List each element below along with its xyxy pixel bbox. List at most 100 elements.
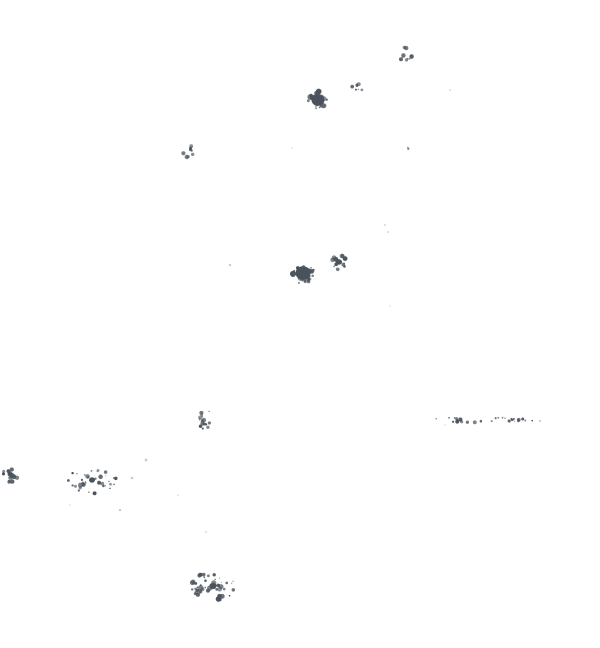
speck-dot [90,469,93,472]
speck-dot [407,146,409,148]
speck-dot [451,420,455,423]
speck-dot [97,480,102,485]
speck-dot [92,491,97,496]
speck-dot [112,477,115,479]
speck-dot [465,420,469,424]
speck-dot [335,259,340,264]
speck-dot [201,427,204,430]
faint-speck [387,231,389,233]
speck-dot [109,487,111,490]
speck-dot [204,586,207,589]
speck-dot [218,577,221,579]
speck-dot [407,147,410,150]
speck-dot [334,262,339,267]
speck-dot [460,420,464,424]
speck-dot [71,471,74,475]
speck-dot [83,474,86,476]
speck-dot [531,419,534,422]
speck-dot [189,144,194,149]
faint-speck [538,419,542,423]
speck-dot [217,586,223,592]
speck-dot [2,471,5,475]
speck-dot [9,467,14,472]
speck-dot [198,415,203,420]
speck-dot [497,416,500,419]
speck-dot [333,265,336,268]
faint-speck [444,424,446,426]
speck-dot [201,417,207,423]
speck-dot [409,54,414,59]
speck-dot [196,586,199,589]
speck-dot [331,255,337,261]
speck-dot [303,280,307,283]
speck-dot [309,93,313,98]
speck-dot [360,88,364,92]
speck-dot [339,253,345,259]
speck-dot [88,491,90,493]
speck-dot [96,469,100,473]
speck-dot [184,154,189,160]
speck-dot [320,102,326,109]
speck-dot [308,271,312,274]
speck-cluster-tiny-dot-upper-right [407,146,410,150]
speck-dot [315,107,317,110]
speck-dot [10,479,15,484]
speck-dot [340,261,343,264]
speck-dot [102,484,105,488]
speck-dot [71,484,74,487]
speck-cluster-far-left-cluster [2,467,20,484]
speck-dot [214,578,216,581]
speck-dot [296,269,302,275]
speck-dot [310,278,312,280]
speck-dot [207,421,211,425]
speck-dot [204,579,207,582]
speck-dot [350,84,355,89]
speck-dot [198,572,203,577]
speck-dot [190,148,193,151]
speck-dot [302,265,306,269]
speck-dot [104,484,107,487]
speck-dot [103,470,108,474]
speck-dot [402,45,406,50]
speck-dot [14,475,20,480]
speck-dot [216,583,220,588]
speck-dot [456,421,459,424]
speck-dot [194,590,199,595]
speck-dot [113,483,115,486]
speck-dot [490,420,493,423]
speck-dot [310,266,312,269]
speck-dot [296,266,300,270]
speck-dot [222,587,226,591]
speck-dot [408,57,411,60]
speck-dot [311,274,315,278]
speck-dot [228,594,231,597]
faint-speck [144,458,148,462]
speck-cluster-left-small-speck [181,144,195,160]
speck-dot [6,469,11,473]
speck-dot [206,425,210,429]
speck-dot [81,481,85,485]
speck-dot [510,418,514,422]
speck-dot [455,418,459,422]
speck-dot [67,479,70,482]
speck-dot [305,276,310,281]
faint-speck [449,89,451,91]
speck-dot [513,420,516,422]
speck-cluster-upper-small-pair [350,82,364,92]
speck-dot [201,572,206,577]
speck-dot [109,482,112,486]
faint-traces [69,89,542,533]
speck-dot [306,99,310,103]
speck-dot [105,475,107,477]
speck-cluster-middle-small-cluster [198,410,211,430]
speck-dot [225,581,229,585]
speck-dot [290,271,296,277]
speck-dot [312,268,315,272]
speck-dot [76,473,78,475]
speck-dot [212,573,216,577]
speck-dot [319,94,324,100]
speck-dot [399,57,403,62]
speck-dot [357,88,359,91]
